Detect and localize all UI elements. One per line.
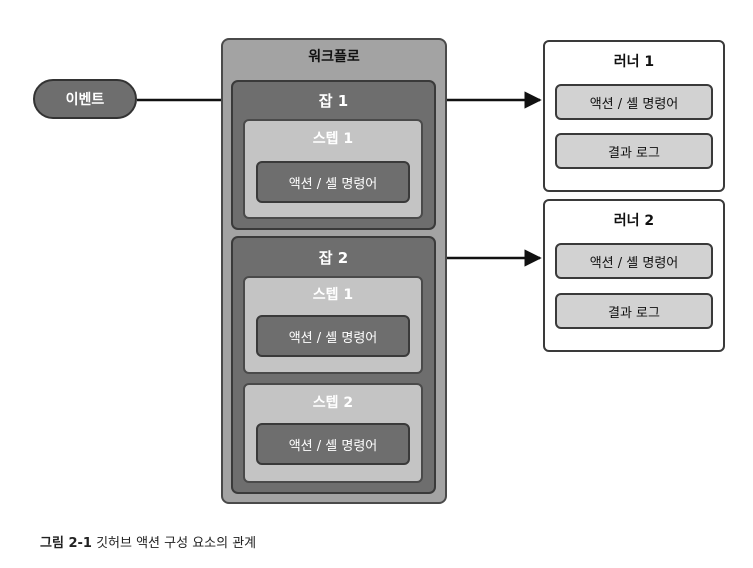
runner-2-log: 결과 로그: [555, 293, 713, 329]
runner-1-action: 액션 / 셸 명령어: [555, 84, 713, 120]
job-2-step-2-action: 액션 / 셸 명령어: [256, 423, 410, 465]
figure-caption: 그림 2-1 깃허브 액션 구성 요소의 관계: [40, 532, 256, 551]
job-2-step-2-title: 스텝 2: [312, 395, 354, 411]
job-1-step-1-action: 액션 / 셸 명령어: [256, 161, 410, 203]
job-2-title: 잡 2: [318, 248, 349, 267]
job-2-step-1-title: 스텝 1: [312, 287, 354, 303]
job-2-step-1-action: 액션 / 셸 명령어: [256, 315, 410, 357]
runner-2-title: 러너 2: [613, 213, 655, 229]
job-1-title: 잡 1: [318, 91, 349, 110]
runner-2-action: 액션 / 셸 명령어: [555, 243, 713, 279]
workflow-title: 워크플로: [308, 49, 360, 65]
figure-number: 그림 2-1: [40, 536, 92, 551]
event-node: 이벤트: [33, 79, 137, 119]
job-1-step-1-title: 스텝 1: [312, 131, 354, 147]
runner-1-log: 결과 로그: [555, 133, 713, 169]
figure-caption-text: 깃허브 액션 구성 요소의 관계: [96, 536, 257, 551]
runner-1-title: 러너 1: [613, 54, 655, 70]
